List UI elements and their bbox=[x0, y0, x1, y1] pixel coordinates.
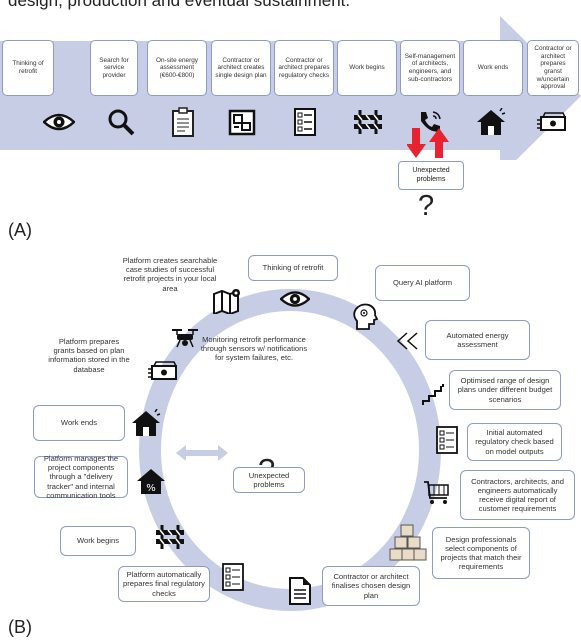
barrier-icon bbox=[347, 104, 389, 140]
drone-icon bbox=[170, 323, 200, 353]
unexpected-problems-box-a: Unexpected problems bbox=[398, 161, 464, 190]
cart-icon bbox=[422, 478, 452, 508]
svg-text:%: % bbox=[146, 483, 156, 494]
step-finalise-design-plan: Contractor or architect finalises chosen… bbox=[322, 566, 420, 606]
step-work-ends: Work ends bbox=[33, 405, 125, 441]
step-delivery-tracker: Platform manages the project components … bbox=[34, 454, 128, 500]
blueprint-icon bbox=[221, 104, 263, 140]
panel-b-label: (B) bbox=[8, 617, 32, 637]
ai-head-icon bbox=[350, 302, 380, 332]
step-box-7: Self-management of architects, engineers… bbox=[400, 40, 460, 96]
step-optimised-design-plans: Optimised range of design plans under di… bbox=[449, 370, 561, 410]
money-icon bbox=[148, 356, 178, 386]
house-icon bbox=[131, 408, 161, 438]
phone-icon bbox=[409, 104, 451, 140]
house-percent-icon: % bbox=[136, 466, 166, 496]
monitoring-text: Monitoring retrofit performance through … bbox=[200, 335, 308, 363]
step-box-8: Work ends bbox=[463, 40, 523, 96]
step-query-ai: Query AI platform bbox=[375, 265, 470, 301]
step-thinking-of-retrofit: Thinking of retrofit bbox=[248, 255, 338, 281]
magnifier-icon bbox=[100, 104, 142, 140]
step-box-4: Contractor or architect creates single d… bbox=[211, 40, 271, 96]
step-box-2: Search for service provider bbox=[90, 40, 138, 96]
clipboard-icon bbox=[162, 104, 204, 140]
eye-icon bbox=[38, 104, 80, 140]
house-icon bbox=[470, 104, 512, 140]
checklist-icon bbox=[432, 425, 462, 455]
stairs-icon bbox=[418, 380, 448, 410]
step-box-3: On-site energy assessment (€600-€800) bbox=[147, 40, 207, 96]
step-box-6: Work begins bbox=[337, 40, 397, 96]
step-digital-report: Contractors, architects, and engineers a… bbox=[460, 470, 575, 520]
step-box-9: Contractor or architect prepares granst … bbox=[527, 40, 579, 96]
step-initial-regulatory-check: Initial automated regulatory check based… bbox=[467, 423, 562, 461]
step-design-professionals: Design professionals select components o… bbox=[432, 527, 530, 579]
unexpected-problems-box-b: Unexpected problems bbox=[233, 467, 305, 493]
step-automated-energy-assessment: Automated energy assessment bbox=[425, 320, 530, 360]
step-work-begins: Work begins bbox=[60, 526, 136, 556]
eye-icon bbox=[280, 284, 310, 314]
checklist-icon bbox=[284, 104, 326, 140]
step-box-5: Contractor or architect prepares regulat… bbox=[274, 40, 334, 96]
map-icon bbox=[212, 286, 242, 316]
money-icon bbox=[531, 104, 573, 140]
question-mark-a: ? bbox=[418, 190, 435, 222]
intro-text: design, production and eventual sustainm… bbox=[8, 0, 351, 10]
step-prepare-grants: Platform prepares grants based on plan i… bbox=[48, 337, 130, 374]
barrier-icon bbox=[155, 522, 185, 552]
document-icon bbox=[285, 576, 315, 606]
checklist-icon bbox=[218, 562, 248, 592]
panel-a-label: (A) bbox=[8, 220, 32, 240]
step-box-1: Thinking of retrofit bbox=[2, 40, 54, 96]
rewind-icon bbox=[392, 326, 422, 356]
step-case-studies: Platform creates searchable case studies… bbox=[122, 256, 218, 293]
boxes-icon bbox=[388, 522, 428, 564]
step-final-regulatory-checks: Platform automatically prepares final re… bbox=[118, 566, 210, 602]
red-arrows-icon bbox=[407, 128, 449, 158]
